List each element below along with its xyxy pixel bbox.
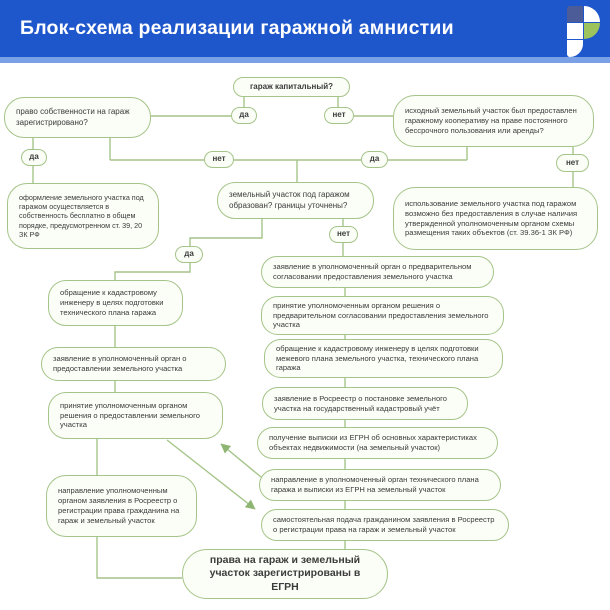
branch-label-yes-parcel-formed: да [175, 246, 203, 263]
node-garage-capital: гараж капитальный? [233, 77, 350, 97]
header: Блок-схема реализации гаражной амнистии [0, 0, 610, 57]
node-free-registration: оформление земельного участка под гаражо… [7, 183, 159, 249]
node-left-application-grant: заявление в уполномоченный орган о предо… [41, 347, 226, 381]
node-final-registered: права на гараж и земельный участок зарег… [182, 549, 388, 599]
node-ownership-registered: право собственности на гараж зарегистрир… [4, 97, 151, 138]
node-initial-parcel: исходный земельный участок был предостав… [393, 95, 594, 147]
logo-quadrant-white-mid [567, 23, 583, 39]
node-mid-egrn-extract: получение выписки из ЕГРН об основных ха… [257, 427, 498, 459]
branch-label-no-capital: нет [324, 107, 354, 124]
node-parcel-formed: земельный участок под гаражом образован?… [217, 182, 374, 219]
logo-quadrant-navy [567, 6, 583, 22]
logo-tail [567, 40, 583, 57]
rosreestr-logo-icon [567, 6, 600, 57]
branch-label-no-initial-parcel: нет [556, 154, 589, 172]
node-mid-send-techplan: направление в уполномоченный орган техни… [259, 469, 501, 501]
branch-label-yes-capital: да [231, 107, 257, 124]
branch-label-yes-ownership: да [21, 149, 47, 166]
node-left-cadastral-engineer: обращение к кадастровому инженеру в целя… [48, 280, 183, 326]
node-use-without-grant: использование земельного участка под гар… [393, 187, 598, 250]
node-left-decision-grant: принятие уполномоченным органом решения … [48, 392, 223, 439]
node-mid-cadastral-engineer: обращение к кадастровому инженеру в целя… [264, 339, 503, 378]
node-mid-preliminary-application: заявление в уполномоченный орган о предв… [261, 256, 494, 288]
node-mid-cadastre-application: заявление в Росреестр о постановке земел… [262, 387, 468, 420]
branch-label-yes-initial-parcel: да [361, 151, 388, 168]
node-mid-preliminary-decision: принятие уполномоченным органом решения … [261, 296, 504, 335]
node-left-authority-submit: направление уполномоченным органом заявл… [46, 475, 197, 537]
branch-label-no-ownership: нет [204, 151, 234, 168]
branch-label-no-parcel-formed: нет [329, 226, 358, 243]
node-mid-self-submission: самостоятельная подача гражданином заявл… [261, 509, 509, 541]
page-title: Блок-схема реализации гаражной амнистии [20, 17, 454, 39]
header-divider [0, 57, 610, 63]
